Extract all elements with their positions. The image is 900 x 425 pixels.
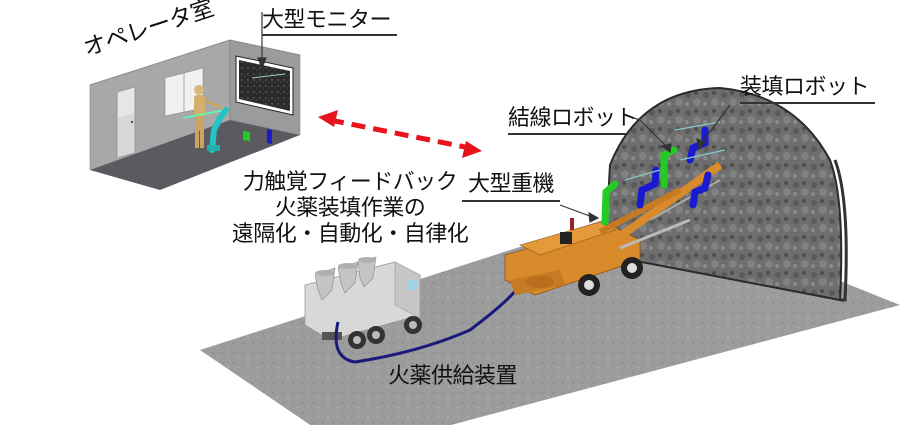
large-heavy-machine <box>504 161 723 296</box>
operator-room <box>89 39 301 190</box>
underline-large-monitor <box>262 34 397 36</box>
caption-line-1: 力触覚フィードバック <box>242 170 458 195</box>
operator-figure <box>182 85 226 148</box>
explosive-supply-truck <box>304 256 422 349</box>
center-caption: 力触覚フィードバック 火薬装填作業の 遠隔化・自動化・自律化 <box>215 170 485 248</box>
underline-heavy-machine <box>462 200 560 202</box>
door <box>116 86 136 159</box>
bidirectional-arrow <box>318 110 482 158</box>
leader-lines <box>257 12 731 223</box>
underline-binding-robot <box>508 133 626 135</box>
label-large-monitor: 大型モニター <box>262 8 392 33</box>
underline-loading-robot <box>740 102 875 104</box>
drill-rods <box>624 121 726 181</box>
tunnel-rock-face <box>603 86 848 302</box>
label-binding-robot: 結線ロボット <box>508 106 638 131</box>
binding-robots <box>601 146 678 226</box>
large-monitor <box>235 55 294 144</box>
label-explosive-supply-device: 火薬供給装置 <box>388 364 518 389</box>
explosive-supply-hose <box>334 278 541 364</box>
caption-line-2: 火薬装填作業の <box>274 196 426 221</box>
haptic-device-arm <box>207 107 229 153</box>
label-heavy-machine: 大型重機 <box>468 172 555 197</box>
caption-line-3: 遠隔化・自動化・自律化 <box>231 222 469 247</box>
label-loading-robot: 装填ロボット <box>740 75 870 100</box>
